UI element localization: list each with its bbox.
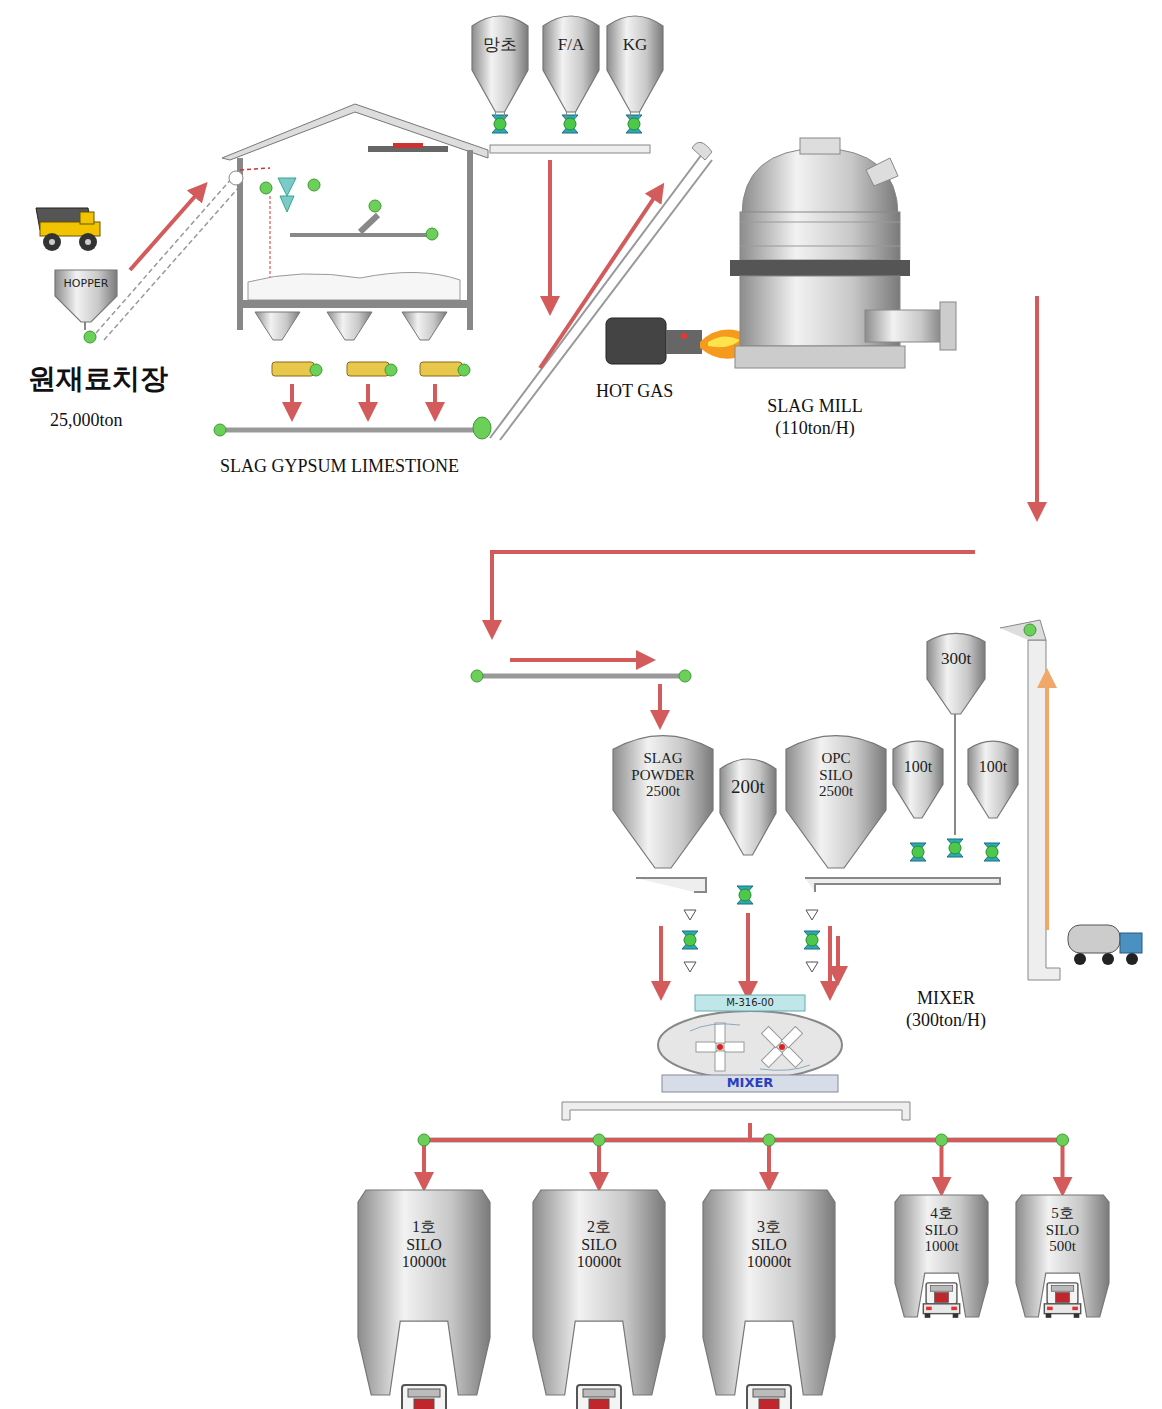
mixer-name: MIXER (690, 1076, 810, 1090)
shape-outline (927, 630, 985, 714)
silo-label: 300t (930, 650, 982, 669)
silo-label: 200t (723, 777, 773, 798)
silo-label: 1호 SILO 10000t (396, 1218, 452, 1271)
equipment-label: SLAG MILL (110ton/H) (755, 396, 875, 439)
silo-label: 3호 SILO 10000t (741, 1218, 797, 1271)
conveyor-node (1057, 1134, 1069, 1146)
storage-silo: 1호 SILO 10000t (358, 1190, 490, 1395)
flow-arrow (828, 926, 832, 997)
flow-arrow (750, 1123, 1063, 1193)
flow-arrow (750, 1123, 942, 1193)
material-label: SLAG GYPSUM LIMESTIONE (220, 456, 540, 478)
shape-outline (968, 738, 1018, 818)
storage-silo: 200t (720, 755, 776, 855)
storage-silo: KG (607, 12, 663, 112)
storage-silo: OPC SILO 2500t (786, 730, 886, 868)
yard-label: 원재료치장 (28, 362, 208, 396)
flow-arrow (599, 1123, 750, 1188)
hopper: HOPPER (55, 270, 117, 322)
silo-label: 2호 SILO 10000t (571, 1218, 627, 1271)
silo-label: F/A (546, 36, 596, 55)
silo-label: KG (610, 36, 660, 55)
conveyor-node (418, 1134, 430, 1146)
conveyor-node (936, 1134, 948, 1146)
silo-label: 100t (894, 758, 942, 776)
storage-silo: F/A (543, 12, 599, 112)
shape-outline (720, 755, 776, 855)
silo-label: OPC SILO 2500t (803, 750, 869, 800)
flow-arrow (424, 1123, 750, 1188)
equipment-tag: M-316-00 (700, 997, 800, 1008)
equipment-label: MIXER (300ton/H) (885, 988, 1007, 1031)
storage-silo: 300t (927, 630, 985, 714)
shape-outline (893, 738, 943, 818)
silo-label: 100t (969, 758, 1017, 776)
flow-arrow (659, 926, 663, 997)
silo-label: HOPPER (57, 278, 115, 290)
shape-outline (543, 12, 599, 112)
shape-outline (607, 12, 663, 112)
conveyor-node (763, 1134, 775, 1146)
conveyor-node (593, 1134, 605, 1146)
silo-label: SLAG POWDER 2500t (630, 750, 696, 800)
storage-silo: 3호 SILO 10000t (703, 1190, 835, 1395)
equipment-label: HOT GAS (596, 381, 706, 403)
storage-silo: 5호 SILO 500t (1016, 1195, 1109, 1317)
shape-outline (472, 12, 528, 112)
storage-silo: 100t (893, 738, 943, 818)
storage-silo: SLAG POWDER 2500t (613, 730, 713, 868)
silo-label: 5호 SILO 500t (1035, 1205, 1091, 1255)
flow-arrow (750, 1123, 769, 1188)
storage-silo: 100t (968, 738, 1018, 818)
storage-silo: 2호 SILO 10000t (533, 1190, 665, 1395)
yard-label: 25,000ton (50, 410, 170, 432)
storage-silo: 망초 (472, 12, 528, 112)
storage-silo: 4호 SILO 1000t (895, 1195, 988, 1317)
mixer-drum: M-316-00MIXER (650, 995, 850, 1093)
silo-label: 4호 SILO 1000t (914, 1205, 970, 1255)
silo-label: 망초 (475, 36, 525, 55)
flow-arrow (746, 913, 750, 997)
